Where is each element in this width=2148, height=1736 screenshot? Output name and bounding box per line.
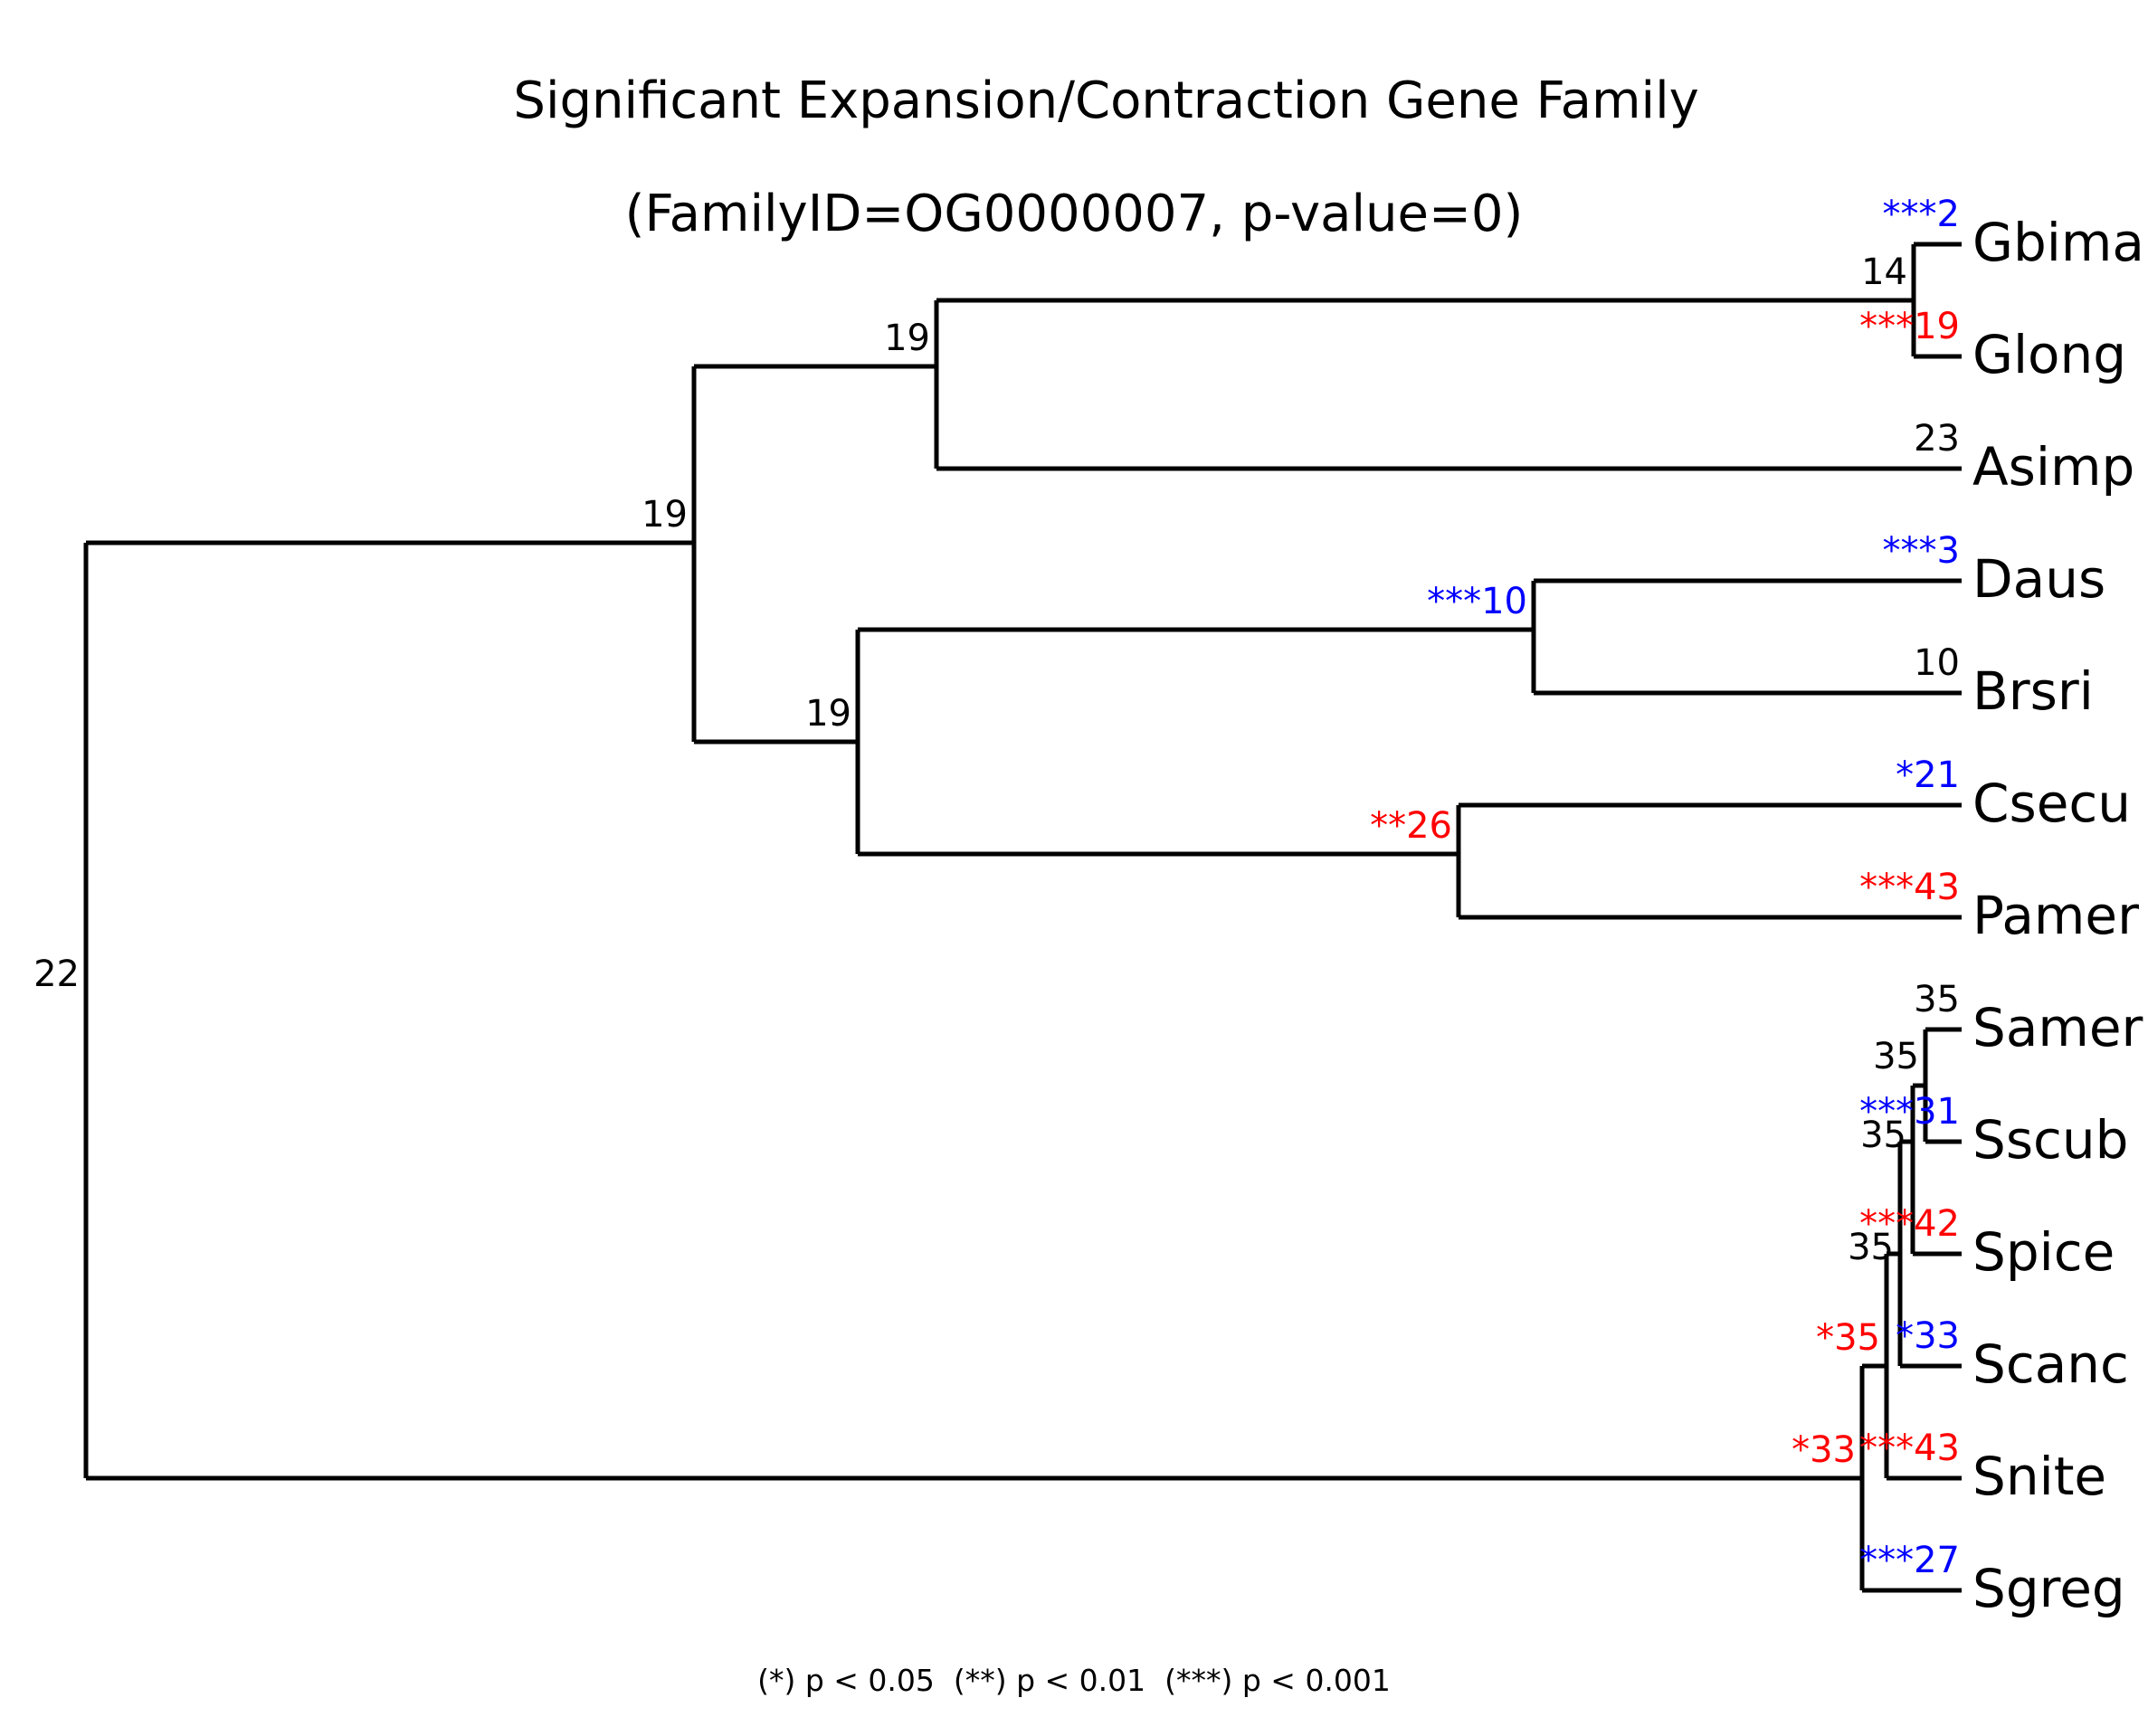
clade-19-mid	[855, 627, 1534, 857]
node-count-33-snite: *33	[1792, 1429, 1856, 1471]
leaf-label-sgreg: Sgreg	[1972, 1558, 2125, 1619]
leaf-count-sgreg: ***27	[1859, 1540, 1960, 1581]
clade-33-lower	[1859, 1363, 1962, 1593]
node-count-35-sscub: 35	[1860, 1115, 1906, 1156]
title-line-1: Significant Expansion/Contraction Gene F…	[513, 71, 1699, 130]
leaf-label-scanc: Scanc	[1972, 1333, 2129, 1395]
node-count-14: 14	[1861, 251, 1907, 293]
leaf-label-asimp: Asimp	[1972, 436, 2134, 498]
clade-10-daus-brsri	[1531, 578, 1962, 696]
leaf-count-brsri: 10	[1914, 642, 1960, 684]
leaf-count-daus: ***3	[1883, 530, 1960, 572]
title-line-2: (FamilyID=OG0000007, p-value=0)	[624, 185, 1524, 244]
leaf-count-csecu: *21	[1896, 754, 1960, 796]
leaf-label-spice: Spice	[1972, 1221, 2115, 1283]
node-count-10: ***10	[1427, 581, 1527, 622]
leaf-count-sscub: ***31	[1859, 1091, 1960, 1133]
node-count-35-scanc: *35	[1816, 1317, 1880, 1359]
clade-19-gbima-glong-asimp	[934, 298, 1962, 471]
figure-title: Significant Expansion/Contraction Gene F…	[0, 16, 2148, 356]
leaf-count-scanc: *33	[1896, 1315, 1960, 1357]
leaf-count-samer: 35	[1914, 979, 1960, 1020]
node-count-19-lower: 19	[884, 318, 930, 359]
leaf-label-sscub: Sscub	[1972, 1109, 2129, 1171]
root-branch	[83, 540, 1862, 1481]
leaf-label-csecu: Csecu	[1972, 773, 2131, 834]
leaf-count-asimp: 23	[1914, 418, 1960, 460]
significance-legend: (*) p < 0.05 (**) p < 0.01 (***) p < 0.0…	[757, 1663, 1391, 1698]
leaf-label-snite: Snite	[1972, 1446, 2106, 1507]
leaf-label-brsri: Brsri	[1972, 660, 2094, 722]
leaf-count-gbima: ***2	[1883, 194, 1960, 235]
leaf-label-daus: Daus	[1972, 548, 2105, 610]
node-count-19-upper: 19	[642, 494, 688, 536]
leaf-label-glong: Glong	[1972, 324, 2126, 385]
leaf-label-samer: Samer	[1972, 997, 2143, 1058]
node-count-35-spice: 35	[1848, 1227, 1894, 1268]
clade-19-upper	[691, 364, 936, 745]
leaf-label-pamer: Pamer	[1972, 885, 2139, 946]
leaf-count-glong: ***19	[1859, 306, 1960, 347]
node-count-35-samer: 35	[1873, 1036, 1919, 1077]
clade-14-gbima-glong	[1911, 242, 1962, 359]
node-count-26: **26	[1370, 805, 1452, 847]
node-count-root: 22	[33, 953, 80, 995]
node-count-19-mid: 19	[805, 693, 851, 735]
clade-35-samer-sscub	[1923, 1027, 1962, 1144]
leaf-count-snite: ***43	[1859, 1428, 1960, 1469]
leaf-count-spice: ***42	[1859, 1203, 1960, 1245]
leaf-count-pamer: ***43	[1859, 867, 1960, 908]
clade-26-csecu-pamer	[1456, 802, 1962, 920]
leaf-label-gbima: Gbima	[1972, 212, 2144, 273]
